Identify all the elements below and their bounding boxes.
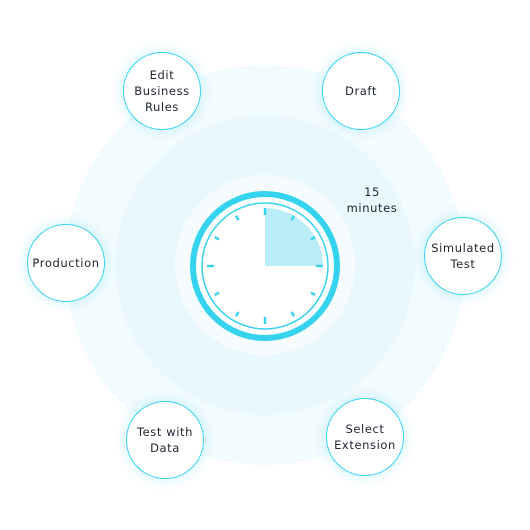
- time-label: 15 minutes: [346, 185, 398, 215]
- step-label: Edit Business Rules: [134, 68, 190, 114]
- clock-tick: [290, 215, 296, 221]
- clock-tick: [290, 311, 296, 317]
- clock-tick: [234, 215, 240, 221]
- clock-tick: [214, 291, 220, 297]
- step-label: Production: [32, 256, 100, 270]
- step-label: Draft: [345, 84, 377, 98]
- clock-tick: [310, 235, 316, 241]
- step-label: Simulated Test: [431, 241, 495, 271]
- step-label: Select Extension: [334, 422, 396, 452]
- step-edit-business-rules[interactable]: Edit Business Rules: [123, 52, 201, 130]
- step-production[interactable]: Production: [27, 224, 105, 302]
- elapsed-time-wedge: [265, 208, 323, 266]
- clock-tick: [234, 311, 240, 317]
- clock-tick: [310, 291, 316, 297]
- clock-tick: [214, 235, 220, 241]
- step-test-with-data[interactable]: Test with Data: [126, 401, 204, 479]
- step-select-extension[interactable]: Select Extension: [326, 398, 404, 476]
- clock-icon: [190, 191, 340, 341]
- clock-ticks: [207, 208, 323, 324]
- step-label: Test with Data: [136, 425, 194, 455]
- step-simulated-test[interactable]: Simulated Test: [424, 217, 502, 295]
- step-draft[interactable]: Draft: [322, 52, 400, 130]
